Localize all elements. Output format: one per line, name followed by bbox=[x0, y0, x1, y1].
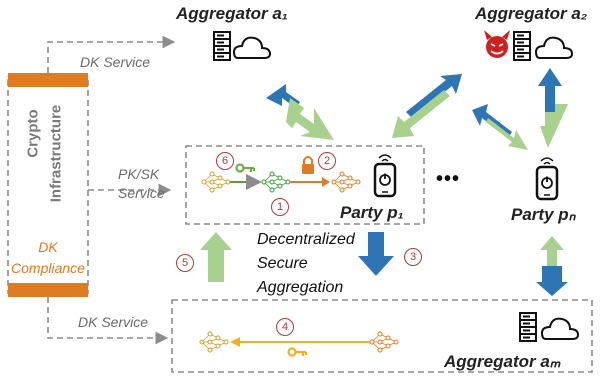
step-2-marker: 2 bbox=[318, 152, 336, 170]
cloud-icon bbox=[535, 36, 573, 59]
neural-network-icon bbox=[261, 171, 291, 193]
party-pn-label: Party pₙ bbox=[511, 205, 576, 224]
key-icon bbox=[235, 163, 256, 174]
party-p1-box bbox=[185, 145, 425, 225]
upload-arrow bbox=[200, 232, 232, 282]
exchange-arrow-p1-a1 bbox=[266, 84, 334, 140]
key-icon bbox=[287, 347, 308, 358]
devil-icon bbox=[484, 30, 510, 58]
smartphone-icon bbox=[535, 165, 559, 201]
decrypt-arrowhead bbox=[230, 337, 240, 347]
wifi-icon bbox=[378, 154, 392, 162]
dk-service-bottom-line bbox=[47, 297, 169, 345]
aggregator-am-box bbox=[171, 299, 593, 373]
lock-icon bbox=[302, 156, 314, 174]
crypto-top-bar bbox=[8, 73, 88, 87]
step-6-marker: 6 bbox=[216, 152, 234, 170]
dsa-line-3: Aggregation bbox=[257, 279, 344, 296]
step-1-marker: 1 bbox=[271, 198, 289, 216]
server-icon bbox=[213, 31, 231, 61]
cloud-icon bbox=[233, 36, 271, 59]
dk-service-bottom-label: DK Service bbox=[78, 314, 149, 330]
neural-network-icon bbox=[331, 171, 361, 193]
ellipsis: ••• bbox=[436, 168, 461, 190]
crypto-label: Crypto bbox=[24, 109, 42, 158]
infrastructure-label: Infrastructure bbox=[47, 104, 65, 203]
dk-label: DK bbox=[38, 239, 58, 255]
dsa-line-2: Secure bbox=[257, 255, 308, 272]
neural-network-icon bbox=[199, 331, 229, 353]
exchange-arrow-p1-a2 bbox=[392, 74, 462, 138]
compliance-label: Compliance bbox=[11, 260, 85, 276]
wifi-icon bbox=[540, 157, 554, 165]
exchange-arrow-pn-am bbox=[536, 236, 568, 296]
pksk-service-label-1: PK/SK bbox=[118, 166, 160, 182]
dsa-line-1: Decentralized bbox=[257, 231, 355, 248]
neural-network-icon bbox=[201, 171, 231, 193]
download-arrow bbox=[358, 232, 394, 276]
step-5-marker: 5 bbox=[176, 254, 194, 272]
exchange-arrow-pn-a2 bbox=[538, 68, 568, 148]
step-3-marker: 3 bbox=[404, 248, 422, 266]
encrypt-arrowhead bbox=[322, 177, 330, 187]
party-p1-label: Party p₁ bbox=[340, 203, 404, 222]
dk-service-top-label: DK Service bbox=[80, 54, 151, 70]
aggregator-a1-label: Aggregator a₁ bbox=[176, 4, 288, 23]
neural-network-icon bbox=[369, 331, 399, 353]
smartphone-icon bbox=[373, 162, 397, 198]
server-icon bbox=[519, 312, 537, 342]
pksk-service-label-2: Service bbox=[118, 185, 165, 201]
aggregator-am-label: Aggregator aₘ bbox=[444, 352, 561, 371]
cloud-icon bbox=[541, 317, 579, 340]
server-icon bbox=[513, 31, 531, 61]
crypto-bottom-bar bbox=[8, 283, 88, 297]
aggregator-a2-label: Aggregator a₂ bbox=[475, 4, 588, 23]
dk-service-top-line bbox=[47, 35, 176, 73]
step-4-marker: 4 bbox=[276, 318, 294, 336]
exchange-arrow-pn-diag bbox=[472, 104, 528, 150]
